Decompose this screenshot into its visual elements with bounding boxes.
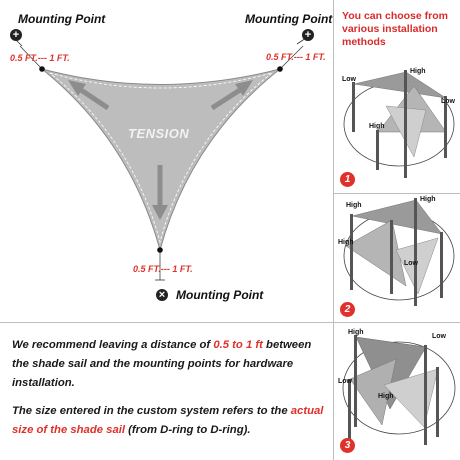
para1-end: between the shade sail and the mounting … <box>12 339 312 389</box>
method-2-illustration <box>343 198 455 306</box>
method-1-number: 1 <box>340 172 355 187</box>
recommendation-text: We recommend leaving a distance of 0.5 t… <box>12 336 324 393</box>
method-panel-2: High High High Low 2 <box>334 194 460 322</box>
d-ring-bottom <box>157 247 163 253</box>
method-1-label-4: High <box>369 123 385 130</box>
para2-highlight: actual size of the shade sail <box>12 405 324 436</box>
d-ring-right <box>277 66 283 72</box>
method-3-label-4: High <box>378 393 394 400</box>
divider <box>0 322 333 323</box>
method-1-label-2: High <box>410 68 426 75</box>
panel-divider-2 <box>334 322 460 323</box>
method-3-label-3: Low <box>338 378 352 385</box>
method-panel-1: Low High Low High 1 <box>334 62 460 192</box>
panel-divider-1 <box>334 193 460 194</box>
mount-bottom-label: Mounting Point <box>176 288 264 302</box>
sail-stitch <box>49 72 273 244</box>
mount-left-label: Mounting Point <box>18 12 106 26</box>
tension-arrow-right <box>210 80 253 111</box>
para2-start: The size entered in the custom system re… <box>12 405 291 417</box>
method-2-label-1: High <box>346 202 362 209</box>
method-3-label-1: High <box>348 329 364 336</box>
method-2-number: 2 <box>340 302 355 317</box>
method-3-label-2: Low <box>432 333 446 340</box>
distance-left-label: 0.5 FT.--- 1 FT. <box>10 53 70 63</box>
tension-label: TENSION <box>128 126 190 141</box>
method-panel-3: High Low Low High 3 <box>334 323 460 460</box>
mount-bottom-icon: × <box>156 289 168 301</box>
method-1-label-3: Low <box>441 98 455 105</box>
size-note-text: The size entered in the custom system re… <box>12 402 328 440</box>
method-3-number: 3 <box>340 438 355 453</box>
para1-highlight: 0.5 to 1 ft <box>213 339 263 351</box>
para1-start: We recommend leaving a distance of <box>12 339 214 351</box>
distance-bottom-label: 0.5 FT.--- 1 FT. <box>133 264 193 274</box>
method-3-illustration <box>342 335 456 445</box>
diagram-section: + Mounting Point 0.5 FT.--- 1 FT. + Moun… <box>0 12 333 440</box>
method-2-label-2: High <box>420 196 436 203</box>
method-2-label-4: Low <box>404 260 418 267</box>
rope-right <box>279 45 304 70</box>
sail-diagram <box>13 37 307 281</box>
installation-sidebar: You can choose from various installation… <box>333 0 460 460</box>
method-1-illustration <box>343 70 455 178</box>
d-ring-left <box>39 66 45 72</box>
tension-arrow-bottom <box>152 165 168 220</box>
para2-end: (from D-ring to D-ring). <box>125 424 251 436</box>
mount-right-icon: + <box>302 29 314 41</box>
mount-left-icon: + <box>10 29 22 41</box>
mount-right-label: Mounting Point <box>245 12 333 26</box>
tension-arrow-left <box>68 80 110 111</box>
distance-right-label: 0.5 FT.--- 1 FT. <box>266 52 326 62</box>
method-1-label-1: Low <box>342 76 356 83</box>
sidebar-title: You can choose from various installation… <box>342 10 448 48</box>
method-2-label-3: High <box>338 239 354 246</box>
shade-sail <box>41 68 281 252</box>
rope-left <box>19 45 43 70</box>
